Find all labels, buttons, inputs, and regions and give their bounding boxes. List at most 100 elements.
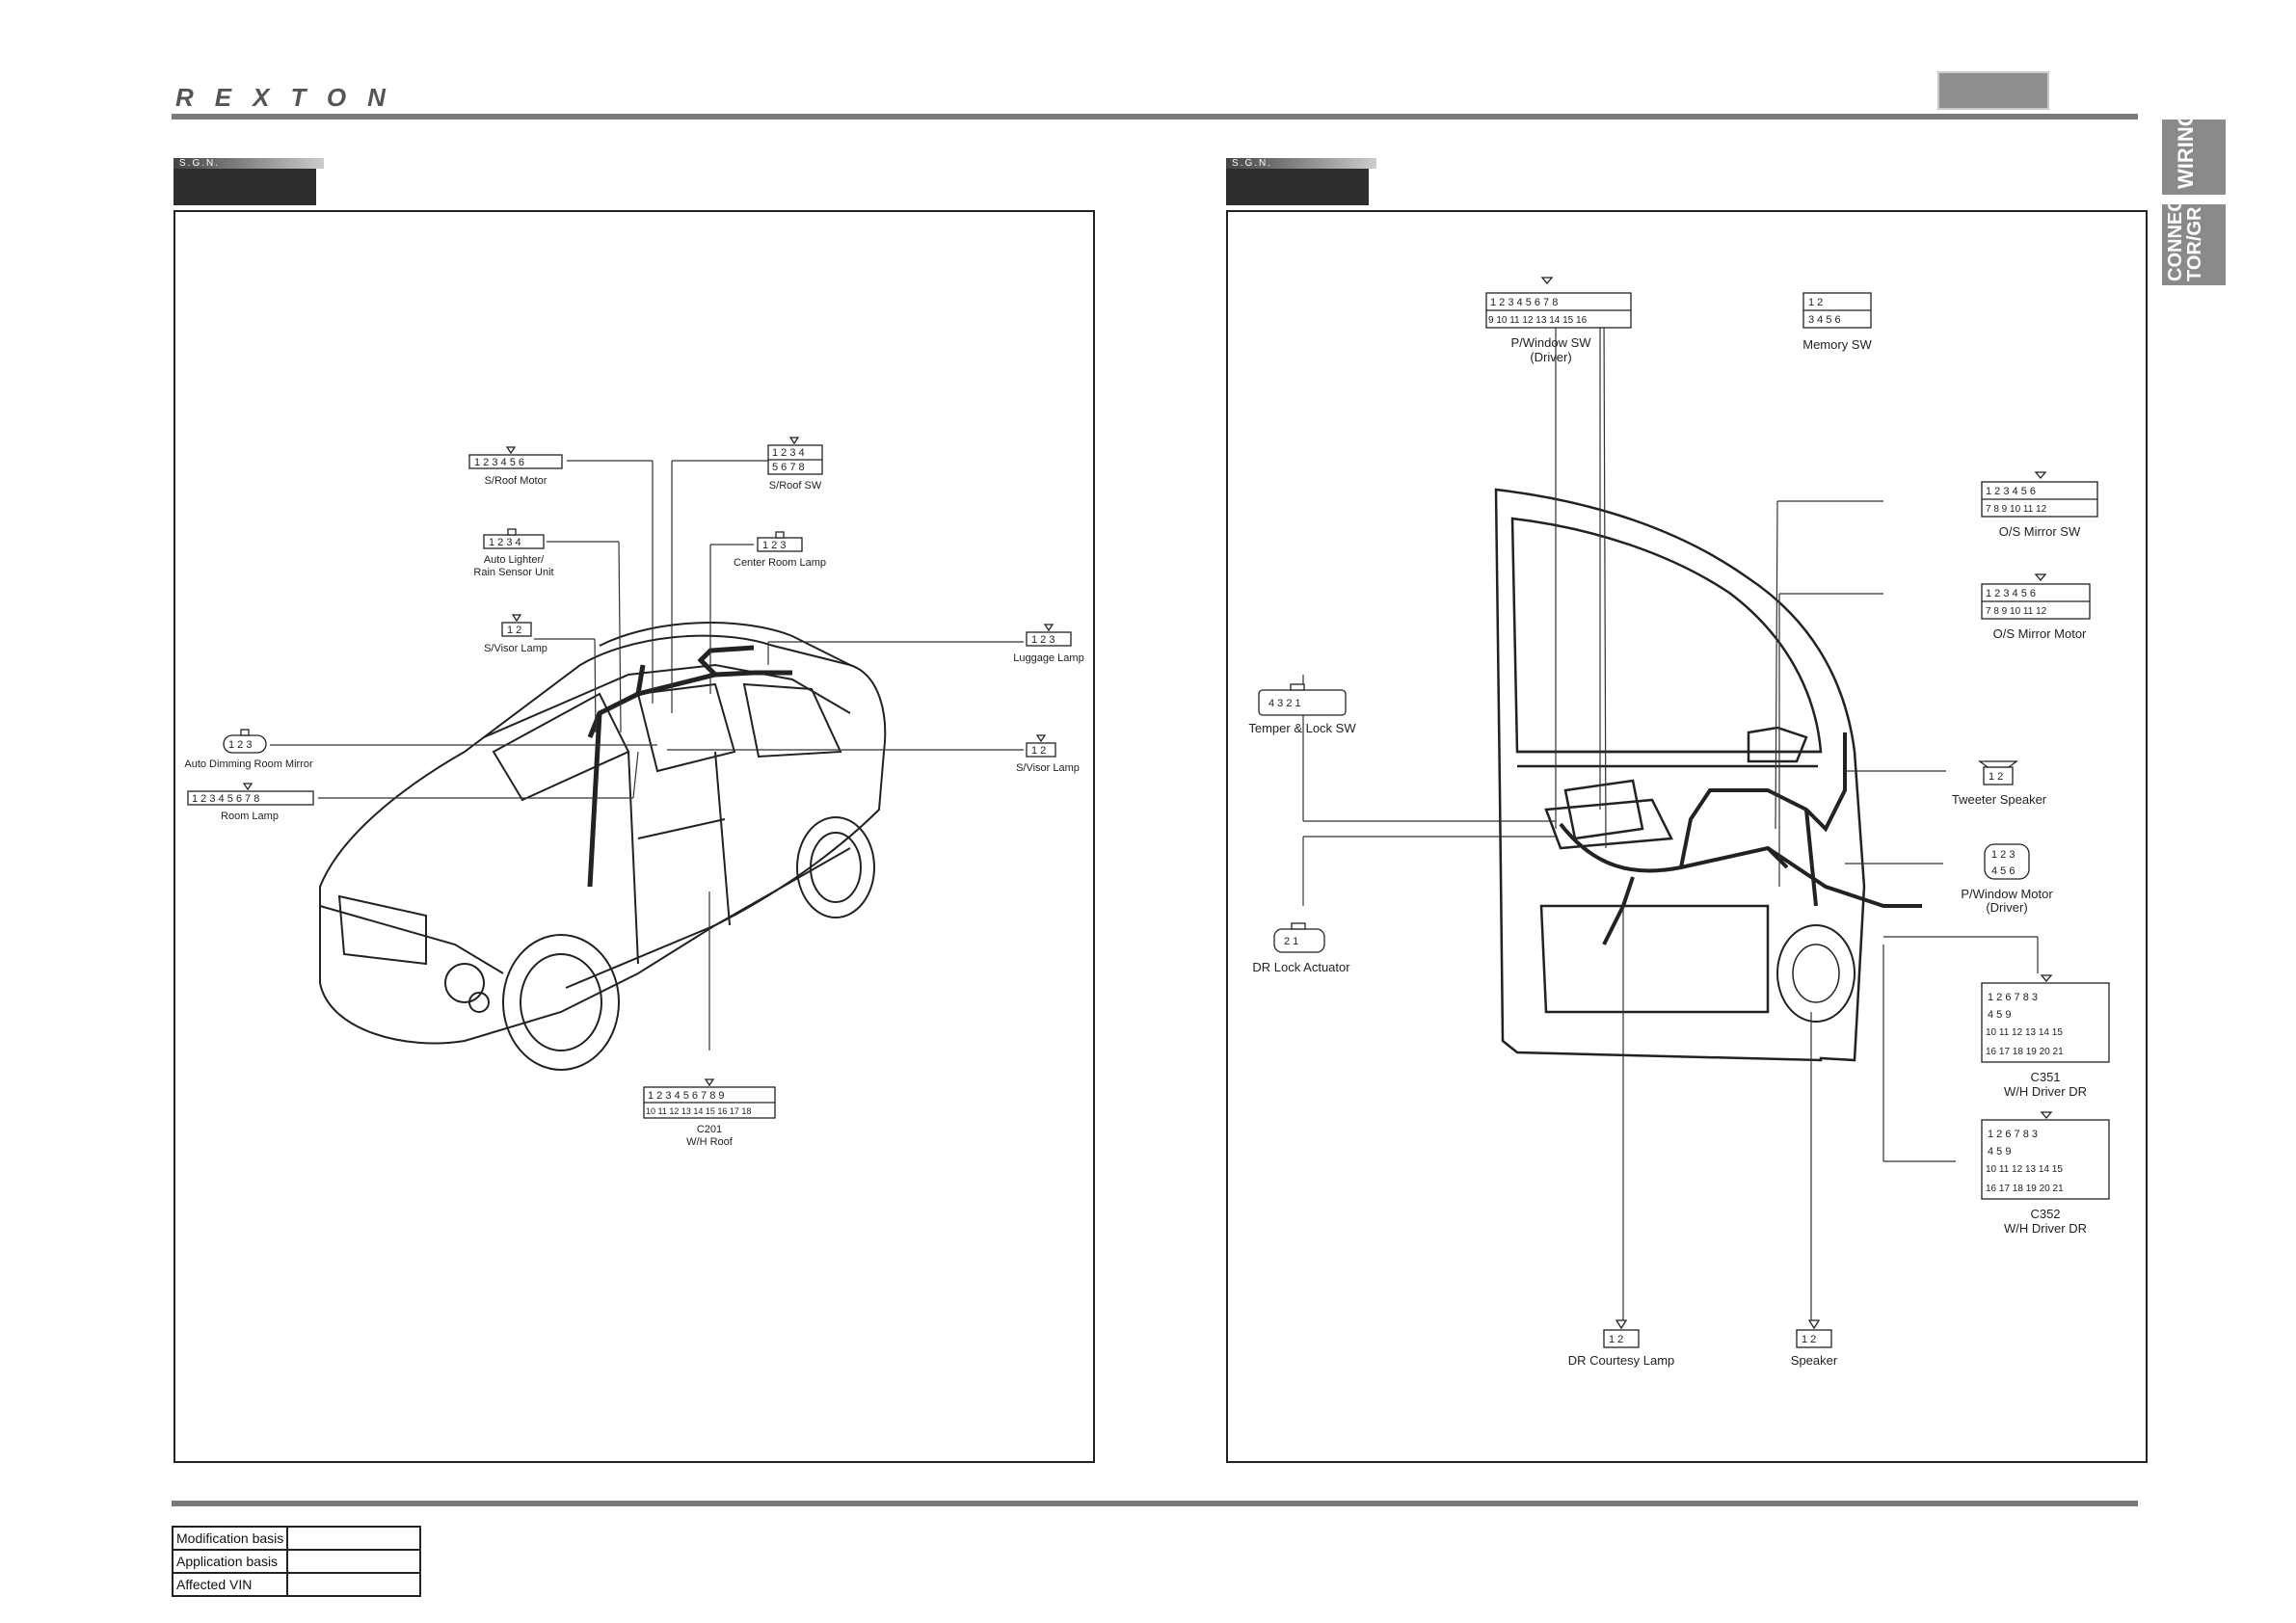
vehicle-outline (319, 622, 887, 1071)
o-s-mirror-motor-label: O/S Mirror Motor (1993, 626, 2087, 641)
svg-text:1 2: 1 2 (507, 625, 521, 636)
sgn-tag-left: S.G.N. (174, 158, 324, 205)
svg-text:9 10 11 12 13 14 15 16: 9 10 11 12 13 14 15 16 (1488, 315, 1588, 326)
w-h-roof-label: W/H Roof (686, 1136, 734, 1148)
svg-text:1 2 6 7 8 3: 1 2 6 7 8 3 (1988, 992, 2038, 1003)
svg-text:10 11 12 13 14 15 16 17 18: 10 11 12 13 14 15 16 17 18 (646, 1106, 751, 1116)
s-visor-lamp-label-left: S/Visor Lamp (484, 643, 547, 654)
room-lamp-connector: 1 2 3 4 5 6 7 8 (187, 783, 314, 806)
svg-text:1 2: 1 2 (1031, 745, 1046, 757)
auto-lighter-connector: 1 2 3 4 (483, 528, 545, 549)
svg-text:1 2 3 4 5 6 7 8: 1 2 3 4 5 6 7 8 (192, 793, 259, 805)
p-window-motor-driver-label: (Driver) (1986, 900, 2027, 915)
svg-text:1 2 3: 1 2 3 (228, 739, 252, 751)
svg-text:1 2 3 4: 1 2 3 4 (489, 537, 521, 548)
side-tab-wiring[interactable]: WIRING (2162, 110, 2226, 195)
auto-dimming-mirror-connector: 1 2 3 (223, 729, 267, 754)
revision-table: Modification basis Application basis Aff… (171, 1526, 422, 1597)
svg-text:1 2: 1 2 (1609, 1334, 1623, 1345)
svg-text:7 8 9 10 11 12: 7 8 9 10 11 12 (1986, 504, 2047, 515)
application-basis-row: Application basis (171, 1549, 422, 1574)
o-s-mirror-sw-connector: 1 2 3 4 5 6 7 8 9 10 11 12 (1981, 471, 2098, 518)
rain-sensor-label: Rain Sensor Unit (473, 567, 553, 578)
door-connector-icons: 1 2 3 4 5 6 7 8 9 10 11 12 13 14 15 16 1 … (1258, 277, 2110, 1348)
svg-text:10 11 12 13 14 15: 10 11 12 13 14 15 (1986, 1164, 2063, 1175)
auto-lighter-label: Auto Lighter/ (484, 554, 545, 566)
s-visor-lamp-label-right: S/Visor Lamp (1016, 762, 1080, 774)
sgn-block-left (174, 169, 316, 205)
dr-lock-actuator-label: DR Lock Actuator (1252, 960, 1350, 974)
o-s-mirror-sw-label: O/S Mirror SW (1999, 524, 2081, 539)
s-visor-lamp-connector-left: 1 2 (501, 614, 532, 637)
side-tab-connector[interactable]: CONNEC TOR/GR (2162, 198, 2226, 285)
p-window-sw-label: P/Window SW (1510, 335, 1591, 350)
application-basis-value (286, 1549, 422, 1574)
door-outline (1494, 488, 1866, 1062)
dr-courtesy-lamp-connector: 1 2 (1603, 1319, 1640, 1348)
speaker-connector: 1 2 (1796, 1319, 1832, 1348)
modification-basis-row: Modification basis (171, 1526, 422, 1551)
header-rule (172, 114, 2138, 120)
room-lamp-label: Room Lamp (221, 811, 279, 822)
affected-vin-row: Affected VIN (171, 1572, 422, 1597)
svg-text:1 2: 1 2 (1808, 297, 1823, 308)
speaker-cone (1792, 944, 1840, 1003)
svg-text:1 2 3 4 5 6 7 8 9: 1 2 3 4 5 6 7 8 9 (648, 1090, 725, 1102)
p-window-sw-driver-label: (Driver) (1530, 350, 1571, 364)
s-roof-motor-label: S/Roof Motor (485, 475, 547, 487)
svg-text:16 17 18 19 20 21: 16 17 18 19 20 21 (1986, 1047, 2064, 1057)
roof-harness (587, 645, 792, 888)
sgn-block-right (1226, 169, 1369, 205)
c201-connector: 1 2 3 4 5 6 7 8 9 10 11 12 13 14 15 16 17… (643, 1078, 776, 1119)
svg-text:1 2 3 4 5 6: 1 2 3 4 5 6 (1986, 588, 2036, 599)
memory-sw-label: Memory SW (1802, 337, 1872, 352)
temper-lock-sw-connector: 4 3 2 1 (1258, 683, 1347, 716)
svg-text:1 2 3: 1 2 3 (762, 540, 786, 551)
sgn-label-right: S.G.N. (1226, 158, 1376, 169)
svg-text:1 2 6 7 8 3: 1 2 6 7 8 3 (1988, 1129, 2038, 1140)
svg-text:1 2 3 4: 1 2 3 4 (772, 447, 805, 459)
speaker-body (1776, 924, 1855, 1023)
svg-text:1 2 3 4 5 6 7 8: 1 2 3 4 5 6 7 8 (1490, 297, 1558, 308)
tweeter-speaker-label: Tweeter Speaker (1952, 792, 2047, 807)
modification-basis-value (286, 1526, 422, 1551)
roof-harness-diagram: 1 2 3 4 5 6 1 2 3 4 5 6 7 8 1 2 3 4 1 2 3… (184, 437, 1084, 1148)
driver-door-diagram: 1 2 3 4 5 6 7 8 9 10 11 12 13 14 15 16 1 … (1248, 277, 2110, 1368)
s-roof-motor-connector: 1 2 3 4 5 6 (468, 446, 563, 469)
c351-w-h-label: W/H Driver DR (2004, 1084, 2087, 1099)
speaker-label: Speaker (1791, 1353, 1838, 1368)
sgn-label-left: S.G.N. (174, 158, 324, 169)
o-s-mirror-motor-connector: 1 2 3 4 5 6 7 8 9 10 11 12 (1981, 573, 2091, 620)
affected-vin-value (286, 1572, 422, 1597)
svg-text:5 6 7 8: 5 6 7 8 (772, 462, 805, 473)
svg-text:4 5 9: 4 5 9 (1988, 1009, 2011, 1021)
svg-text:1 2: 1 2 (1989, 771, 2003, 783)
c201-label: C201 (697, 1124, 722, 1135)
svg-text:4 5 9: 4 5 9 (1988, 1146, 2011, 1157)
svg-text:1 2 3 4 5 6: 1 2 3 4 5 6 (474, 457, 524, 468)
luggage-lamp-connector: 1 2 3 (1026, 624, 1072, 647)
svg-text:4 3 2 1: 4 3 2 1 (1268, 698, 1301, 709)
svg-text:2 1: 2 1 (1284, 936, 1298, 947)
c352-w-h-label: W/H Driver DR (2004, 1221, 2087, 1236)
svg-text:3 4 5 6: 3 4 5 6 (1808, 314, 1841, 326)
center-room-lamp-label: Center Room Lamp (734, 557, 826, 569)
application-basis-label: Application basis (171, 1549, 289, 1574)
page-marker-tab (1937, 71, 2049, 110)
center-room-lamp-connector: 1 2 3 (757, 531, 803, 552)
c351-connector: 1 2 6 7 8 3 4 5 9 10 11 12 13 14 15 16 17 1… (1981, 974, 2110, 1063)
svg-text:1 2 3 4 5 6: 1 2 3 4 5 6 (1986, 486, 2036, 497)
svg-text:7 8 9 10 11 12: 7 8 9 10 11 12 (1986, 606, 2047, 617)
sgn-tag-right: S.G.N. (1226, 158, 1376, 205)
temper-lock-sw-label: Temper & Lock SW (1248, 721, 1356, 735)
driver-door-panel: 1 2 3 4 5 6 7 8 9 10 11 12 13 14 15 16 1 … (1226, 210, 2148, 1463)
c352-label: C352 (2030, 1207, 2060, 1221)
s-roof-sw-connector: 1 2 3 4 5 6 7 8 (767, 437, 823, 475)
p-window-sw-connector: 1 2 3 4 5 6 7 8 9 10 11 12 13 14 15 16 (1485, 277, 1632, 329)
side-tab-wiring-label: WIRING (2174, 110, 2198, 189)
door-harness (1559, 732, 1922, 945)
svg-text:10 11 12 13 14 15: 10 11 12 13 14 15 (1986, 1027, 2063, 1038)
door-leader-lines (1302, 313, 2039, 1320)
side-tab-connector-label: CONNEC TOR/GR (2165, 198, 2205, 281)
